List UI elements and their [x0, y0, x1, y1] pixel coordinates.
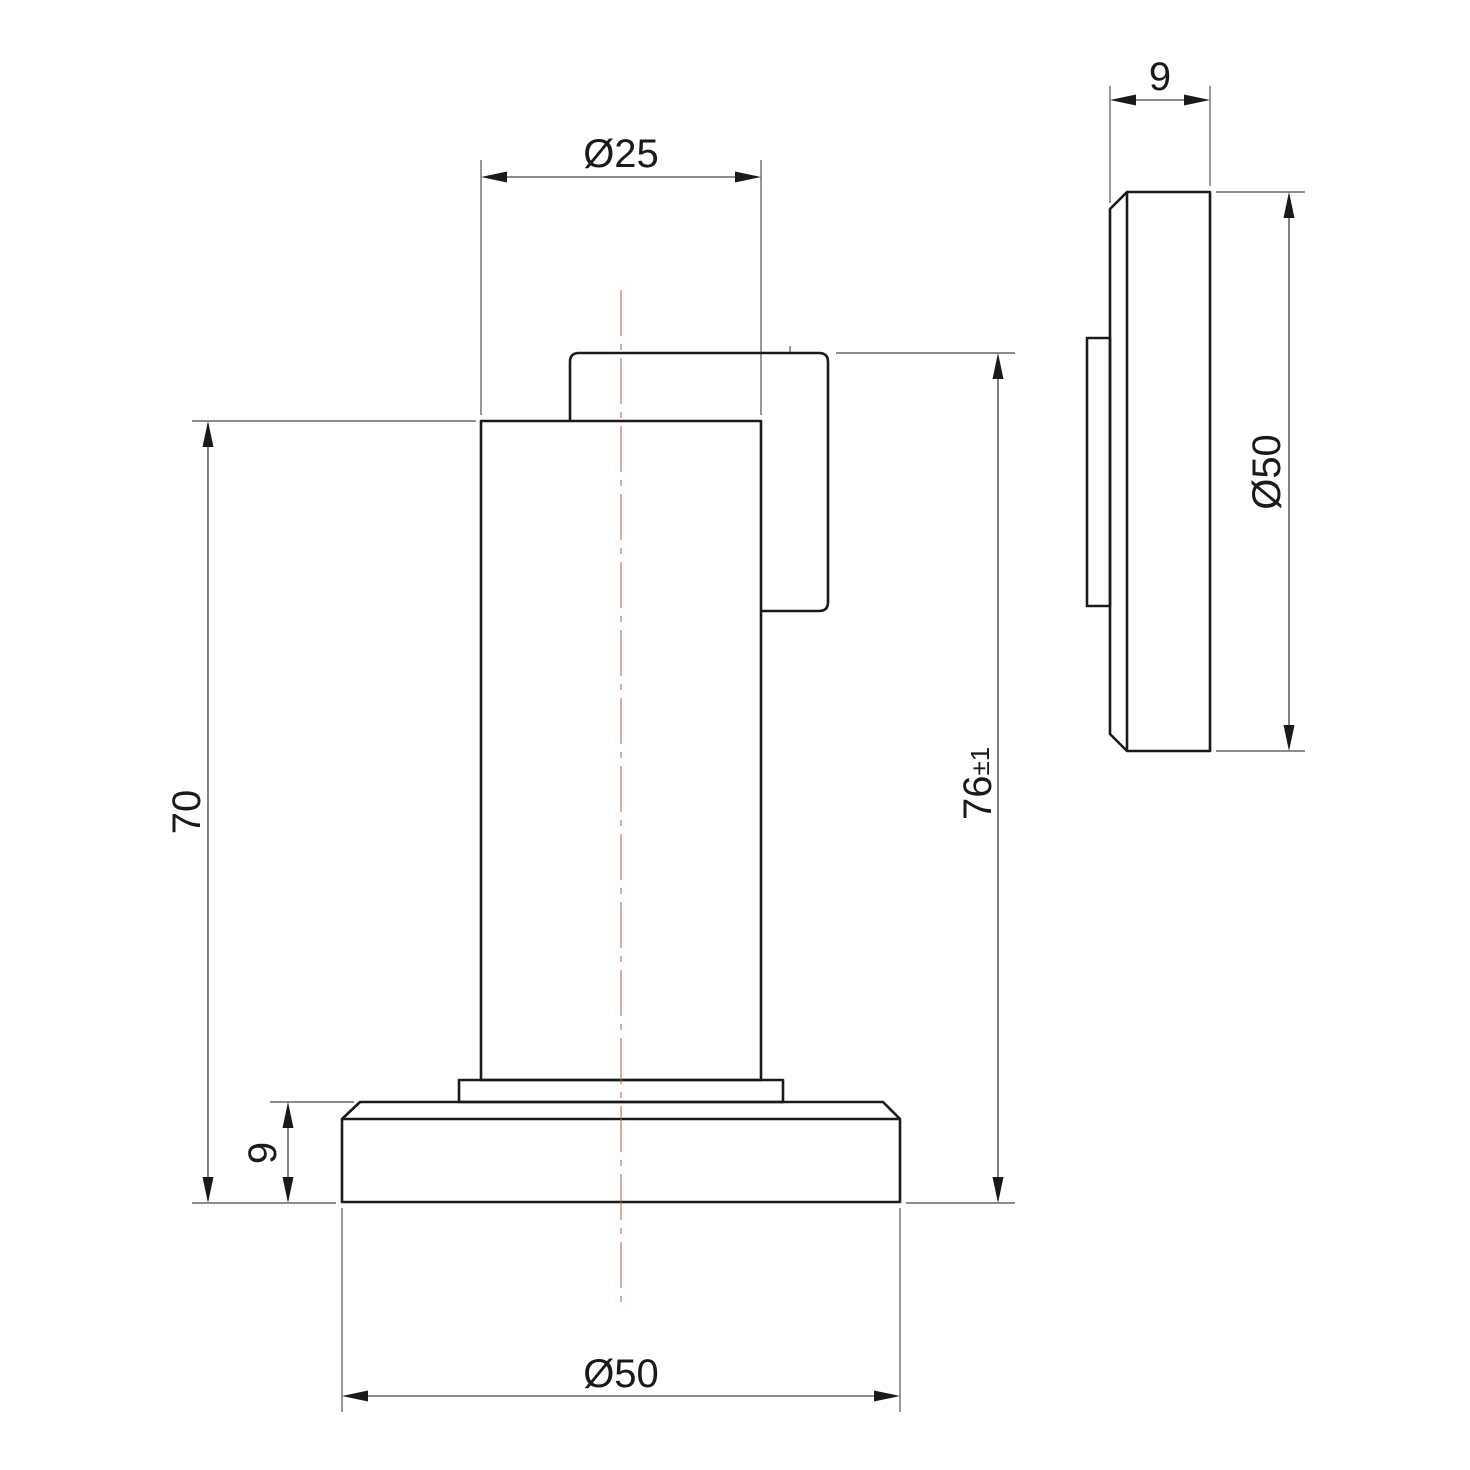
arrowhead-bottom	[202, 1177, 214, 1203]
arrowhead-left	[1110, 94, 1136, 106]
arrowhead-bottom	[992, 1177, 1004, 1203]
dimension-overall-height: 76±1	[836, 352, 1015, 1204]
dimension-total-height: 70	[165, 420, 476, 1204]
arrowhead-right	[1184, 94, 1210, 106]
dimension-label-base-height: 9	[241, 1142, 285, 1164]
arrowhead-left	[481, 171, 507, 183]
magnet-head	[568, 351, 830, 613]
arrowhead-right	[874, 1390, 900, 1402]
arrowhead-top	[282, 1102, 294, 1128]
arrowhead-top	[202, 421, 214, 447]
door-stop-side-view	[340, 290, 902, 1308]
arrowhead-bottom	[282, 1177, 294, 1203]
catch-plate-boss	[1085, 336, 1112, 608]
dimension-label-top-diameter: Ø25	[583, 132, 659, 176]
dimension-base-diameter: Ø50	[341, 1208, 901, 1412]
overall-height-tolerance: ±1	[965, 747, 995, 776]
arrowhead-left	[342, 1390, 368, 1402]
arrowhead-right	[735, 171, 761, 183]
dimension-label-base-diameter: Ø50	[583, 1352, 659, 1396]
arrowhead-top	[1283, 192, 1295, 218]
dimension-catch-diameter: Ø50	[1216, 191, 1305, 752]
arrowhead-top	[992, 353, 1004, 379]
dimension-label-catch-thickness: 9	[1149, 55, 1171, 99]
dimension-label-catch-diameter: Ø50	[1245, 434, 1289, 510]
catch-plate-side-view	[1085, 190, 1212, 753]
overall-height-value: 76	[956, 776, 1000, 821]
dimension-label-total-height: 70	[165, 790, 209, 835]
dimension-label-overall-height: 76±1	[956, 747, 1000, 820]
arrowhead-bottom	[1283, 725, 1295, 751]
catch-plate-body	[1108, 190, 1212, 753]
dimension-base-height: 9	[241, 1101, 354, 1203]
dimension-catch-thickness: 9	[1109, 55, 1211, 203]
dimension-top-diameter: Ø25	[480, 132, 762, 415]
